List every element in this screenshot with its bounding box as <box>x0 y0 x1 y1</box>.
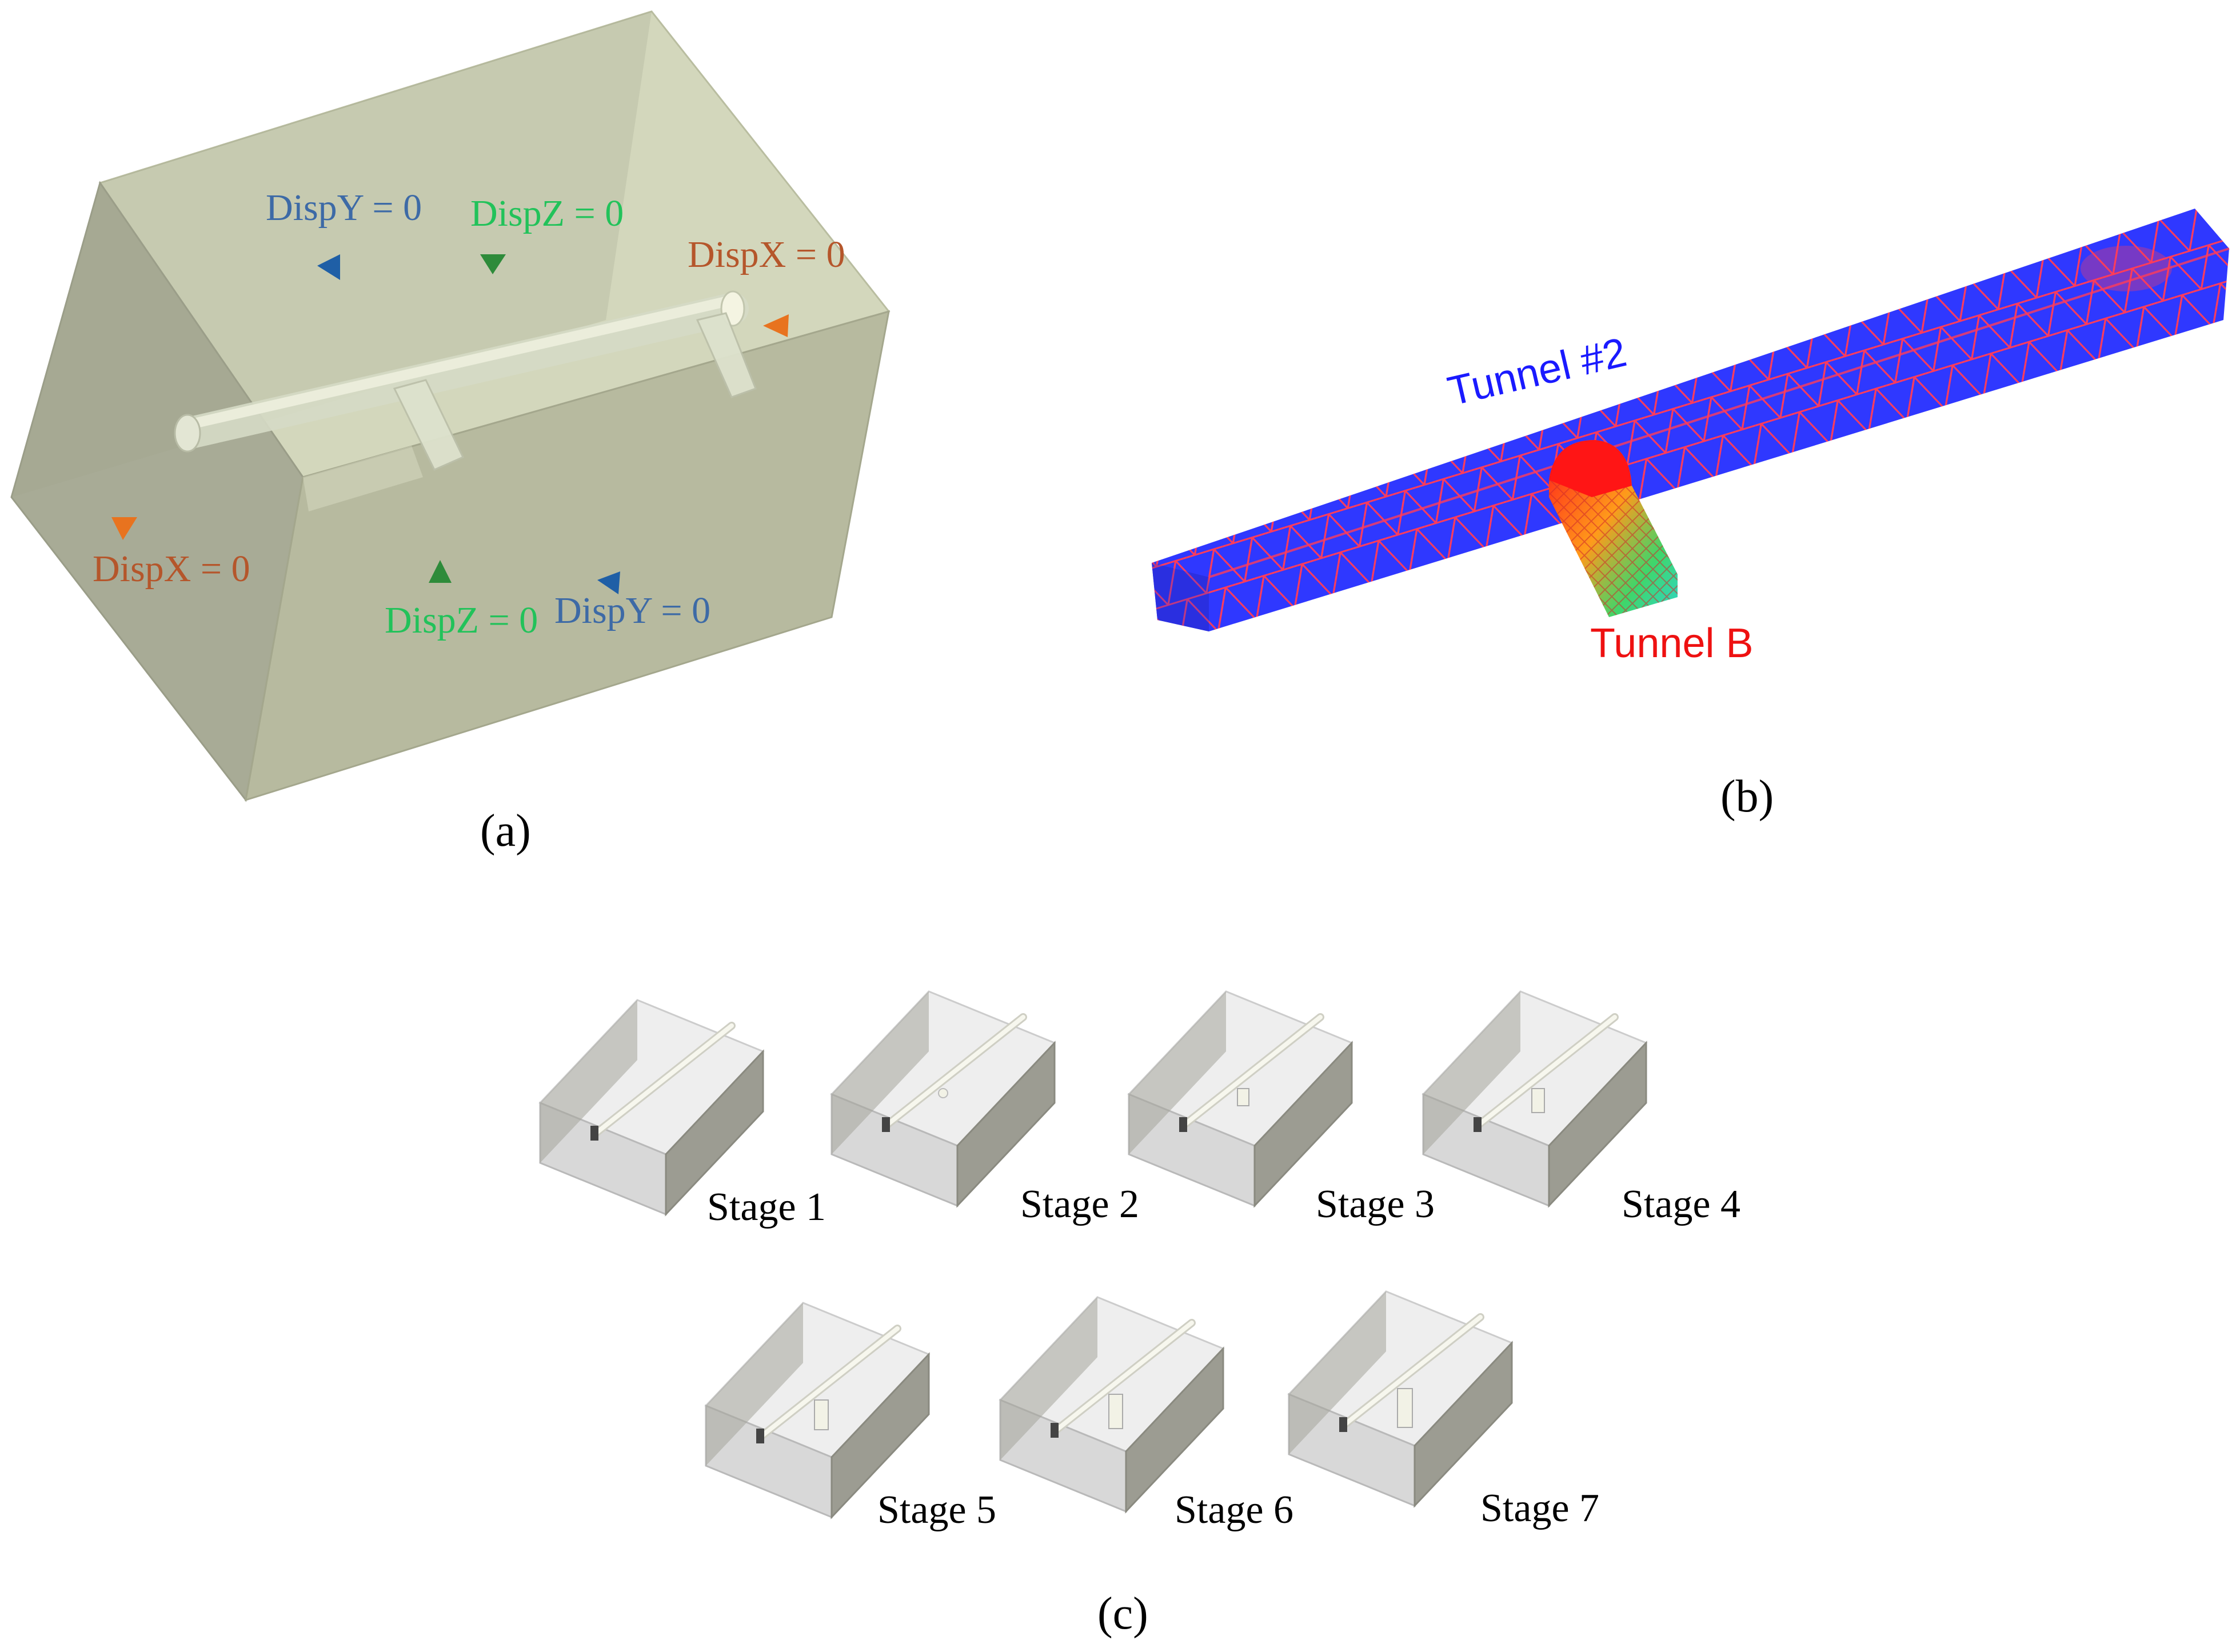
dispz-bottom-arrow <box>429 560 452 583</box>
tunnel-2-mesh <box>1152 209 2230 631</box>
tunnel-cylinder-a <box>174 290 757 471</box>
dispx-left-arrow <box>111 517 137 540</box>
dispx-right-arrow <box>763 314 789 337</box>
stage-1-model <box>540 1000 763 1214</box>
tunnel-b-mesh <box>1549 440 1678 617</box>
stage-7-label: Stage 7 <box>1480 1486 1599 1530</box>
dispz-top-label: DispZ = 0 <box>470 193 624 234</box>
stage-2-model <box>832 991 1055 1206</box>
stage-3-model <box>1129 991 1352 1206</box>
dispy-bottom-arrow <box>597 571 620 594</box>
stage-6-model <box>1000 1297 1223 1511</box>
dispx-right-label: DispX = 0 <box>688 234 845 275</box>
panel-a-model-block <box>10 10 891 802</box>
caption-a: (a) <box>480 806 531 856</box>
stage-2-label: Stage 2 <box>1020 1182 1139 1226</box>
tunnel-2-label: Tunnel #2 <box>1444 329 1631 414</box>
dispy-bottom-label: DispY = 0 <box>554 590 710 631</box>
dispy-top-arrow <box>317 254 340 280</box>
stage-4-label: Stage 4 <box>1622 1182 1740 1226</box>
stage-4-model <box>1423 991 1646 1206</box>
stage-5-label: Stage 5 <box>877 1488 996 1532</box>
dispy-top-label: DispY = 0 <box>266 187 422 229</box>
bc-markers <box>111 254 789 594</box>
stage-7-model <box>1289 1291 1512 1506</box>
dispx-left-label: DispX = 0 <box>93 548 250 590</box>
stage-6-label: Stage 6 <box>1175 1488 1293 1532</box>
stage-1-label: Stage 1 <box>707 1185 826 1229</box>
block-front-face <box>245 310 890 802</box>
panel-b-mesh <box>1152 209 2230 631</box>
dispz-top-arrow <box>480 254 506 274</box>
stage-5-model <box>706 1303 929 1517</box>
bc-labels: DispY = 0 DispZ = 0 DispX = 0 DispX = 0 … <box>93 187 845 641</box>
stage-labels: Stage 1 Stage 2 Stage 3 Stage 4 Stage 5 … <box>707 1182 1740 1532</box>
stage-3-label: Stage 3 <box>1316 1182 1435 1226</box>
dispz-bottom-label: DispZ = 0 <box>385 599 538 641</box>
caption-c: (c) <box>1097 1589 1148 1639</box>
tunnel-b-label: Tunnel B <box>1590 621 1754 666</box>
panel-c-stages <box>540 991 1646 1517</box>
caption-b: (b) <box>1720 771 1774 822</box>
